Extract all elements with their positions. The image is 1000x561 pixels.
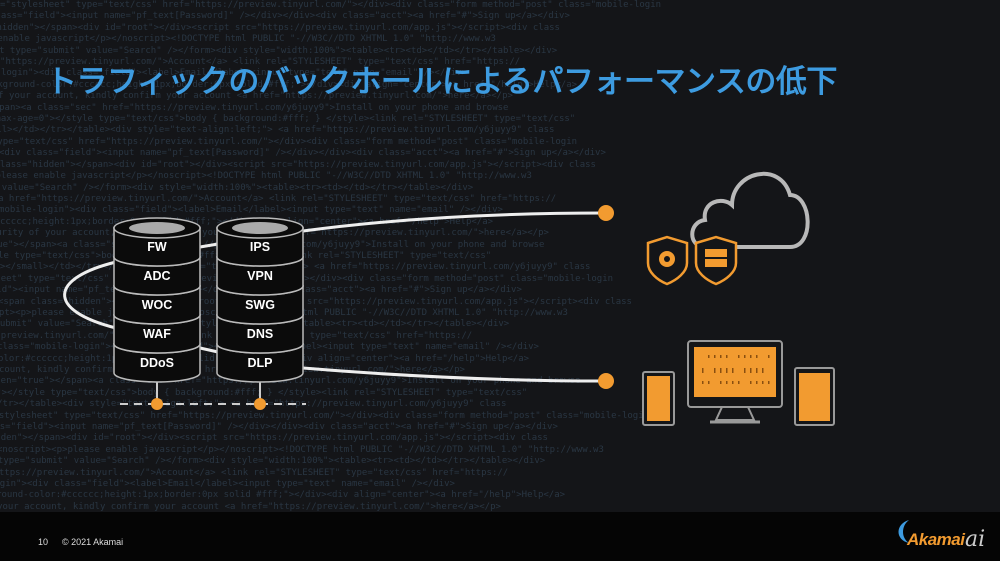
- background-code-line: background-color:#cccccc;height:1px;bord…: [0, 490, 566, 501]
- appliance-label: FW: [147, 240, 167, 254]
- monitor-screen-bar: [756, 381, 758, 384]
- background-code-line: <div class="field"><input name="pf_text[…: [0, 11, 570, 22]
- page-number: 10: [38, 537, 49, 547]
- background-code-line: </a><a href="https://preview.tinyurl.com…: [0, 193, 557, 204]
- monitor-screen-bar: [768, 355, 770, 358]
- background-code-line: <noscript><p>please enable javascript</p…: [0, 171, 532, 182]
- background-code-line: ="stylesheet" type="text/css" href="http…: [0, 136, 578, 147]
- monitor-screen-bar: [768, 381, 770, 384]
- background-code-line: "max-age=0"></style type="text/css">body…: [0, 114, 576, 125]
- monitor-screen-bar: [720, 368, 722, 373]
- monitor-screen-bar: [744, 368, 746, 373]
- monitor-screen-bar: [750, 355, 752, 358]
- monitor-screen-bar: [714, 368, 716, 373]
- monitor-icon: [687, 340, 783, 424]
- right-network-node: [254, 398, 266, 410]
- background-code-line: <span class="hidden"></span><div id="roo…: [0, 22, 560, 33]
- shield-gear-icon: [646, 235, 689, 286]
- appliance-label: DDoS: [140, 356, 174, 370]
- background-code-line: <div class="mobile-login"><div class="fi…: [0, 68, 467, 79]
- appliance-stack-right: DLP DNS SWG VPN IPS: [216, 217, 304, 383]
- tablet-icon: [794, 367, 835, 426]
- appliance-label: ADC: [143, 269, 170, 283]
- background-code-line: <noscript><p>please enable javascript</p…: [0, 34, 496, 45]
- appliance-label: VPN: [247, 269, 273, 283]
- background-code-line: ="stylesheet" type="text/css" href="http…: [0, 410, 650, 421]
- appliance-label: IPS: [250, 240, 270, 254]
- monitor-screen-bar: [762, 381, 764, 384]
- background-code-line: security of your account, kindly confirm…: [0, 91, 513, 102]
- background-code-line: <span class="hidden"></span><div id="roo…: [0, 159, 596, 170]
- monitor-screen-bar: [726, 368, 728, 373]
- shield-server-icon: [694, 235, 738, 286]
- background-code-line: ="stylesheet" type="text/css" href="http…: [0, 0, 662, 10]
- monitor-screen-bar: [750, 368, 752, 373]
- monitor-screen-bar: [732, 368, 734, 373]
- background-code-line: </a><a href="https://preview.tinyurl.com…: [0, 57, 521, 68]
- monitor-screen-bar: [702, 381, 704, 384]
- appliance-label: WOC: [142, 298, 173, 312]
- stack-top-disc: [129, 222, 185, 234]
- background-code-line: <p></small></td></tr></table><div style=…: [0, 125, 555, 136]
- line-to-cloud: [302, 211, 607, 233]
- background-code-line: <div class="mobile-login"><div class="fi…: [0, 205, 503, 216]
- monitor-screen-bar: [726, 355, 728, 358]
- backhaul-diagram: DDoS WAF WOC ADC FW DLP DNS SWG VPN IPS: [63, 171, 835, 426]
- appliance-label: WAF: [143, 327, 171, 341]
- monitor-screen-bar: [756, 355, 758, 358]
- appliance-label: DNS: [247, 327, 273, 341]
- background-code-line: <div class="field"><input name="pf_text[…: [0, 148, 606, 159]
- monitor-screen-bar: [720, 355, 722, 358]
- background-code-line: <div class="field"><input name="pf_text[…: [0, 422, 558, 433]
- background-code-line: <input type="submit" value="Search" /></…: [0, 45, 558, 56]
- monitor-screen-bar: [714, 355, 716, 358]
- left-loop-line: [63, 260, 117, 330]
- stack-top-disc: [232, 222, 288, 234]
- background-code-line: hidden="true"></span><a class="sec" href…: [0, 102, 509, 113]
- smartphone-icon: [642, 371, 675, 426]
- copyright-text: © 2021 Akamai: [62, 537, 124, 547]
- slide-title: トラフィックのバックホールによるパフォーマンスの低下: [46, 64, 837, 99]
- background-code-line: <input type="submit" value="Search" /></…: [1, 182, 474, 193]
- monitor-screen-bar: [708, 381, 710, 384]
- monitor-screen-bar: [738, 355, 740, 358]
- cloud-icon: [690, 171, 810, 249]
- monitor-screen-bar: [708, 355, 710, 358]
- monitor-screen-bar: [756, 368, 758, 373]
- background-code-line: <div class="mobile-login"><div class="fi…: [0, 479, 455, 490]
- appliance-label: SWG: [245, 298, 275, 312]
- monitor-screen-bar: [720, 381, 722, 384]
- line-to-devices: [302, 366, 607, 383]
- device-endpoint-dot: [598, 373, 614, 389]
- background-code-line: "max-age=0"></style type="text/css">body…: [0, 387, 528, 398]
- left-network-node: [151, 398, 163, 410]
- monitor-screen-bar: [702, 368, 704, 373]
- monitor-screen-bar: [750, 381, 752, 384]
- background-code-line: </a><a href="https://preview.tinyurl.com…: [0, 467, 509, 478]
- ai-watermark: ai: [965, 527, 986, 552]
- akamai-logo-swoosh-icon: [898, 520, 909, 543]
- monitor-screen-bar: [744, 355, 746, 358]
- monitor-screen-bar: [732, 381, 734, 384]
- background-code-line: security of your account, kindly confirm…: [0, 501, 501, 512]
- background-code-line: <input type="submit" value="Search" /></…: [0, 456, 546, 467]
- slide-footer: [0, 512, 1000, 561]
- appliance-label: DLP: [248, 356, 273, 370]
- background-code-line: <noscript><p>please enable javascript</p…: [0, 444, 604, 455]
- akamai-logo: Akamai: [907, 530, 965, 549]
- cloud-endpoint-dot: [598, 205, 614, 221]
- monitor-screen-bar: [738, 381, 740, 384]
- appliance-stack-left: DDoS WAF WOC ADC FW: [113, 217, 201, 383]
- monitor-screen-bar: [762, 368, 764, 373]
- background-code-line: background-color:#cccccc;height:1px;bord…: [0, 79, 578, 90]
- link-between-stacks-bottom: [199, 346, 219, 354]
- connection-lines: [63, 211, 607, 383]
- background-code-line: <span class="hidden"></span><div id="roo…: [0, 433, 548, 444]
- monitor-screen-bar: [726, 381, 728, 384]
- link-between-stacks-top: [199, 242, 219, 249]
